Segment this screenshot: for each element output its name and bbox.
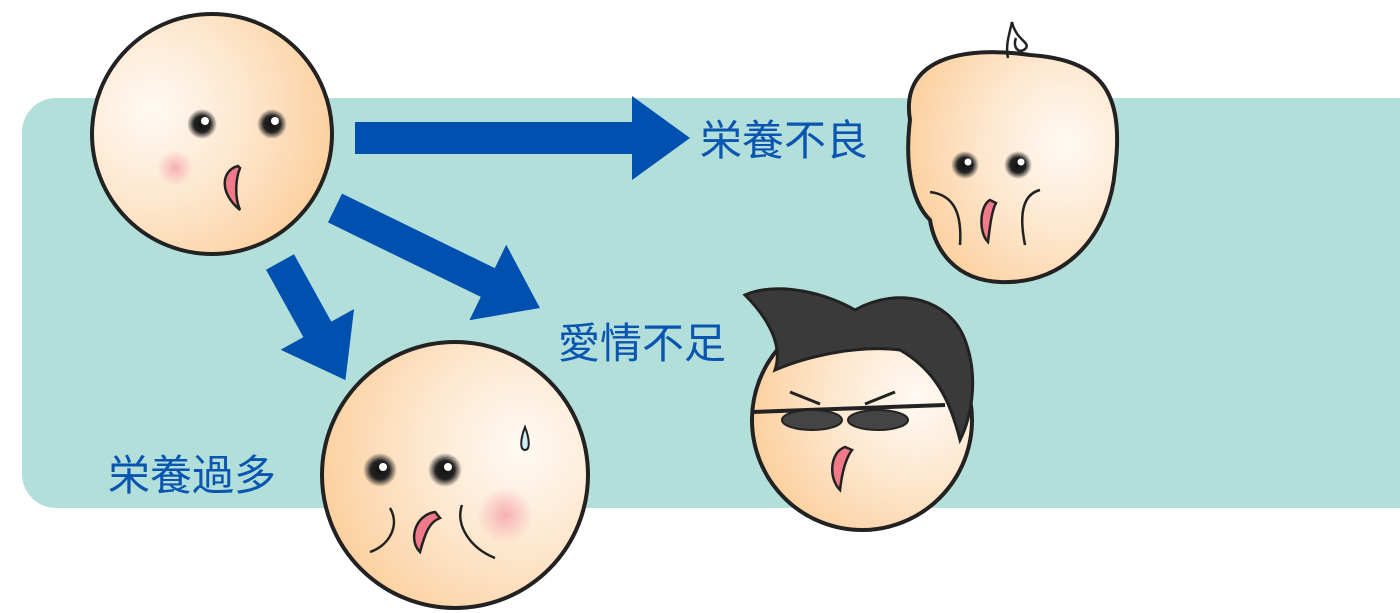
label-lack-of-love: 愛情不足 [558, 319, 726, 368]
chubby-face [320, 340, 590, 610]
label-malnutrition: 栄養不良 [700, 116, 868, 165]
hair-pompadour [742, 287, 975, 445]
label-overnutrition: 栄養過多 [108, 451, 276, 500]
arrow-down-icon [266, 254, 355, 381]
arrow-right-icon [355, 96, 690, 180]
hair-curl-icon [1005, 21, 1028, 59]
delinquent-face [742, 287, 975, 532]
arrow-diagonal-icon [327, 193, 540, 321]
sunglasses-icon [781, 409, 843, 431]
thin-face [906, 21, 1120, 285]
sweat-drop-icon [520, 424, 530, 452]
baby-face [90, 12, 334, 256]
